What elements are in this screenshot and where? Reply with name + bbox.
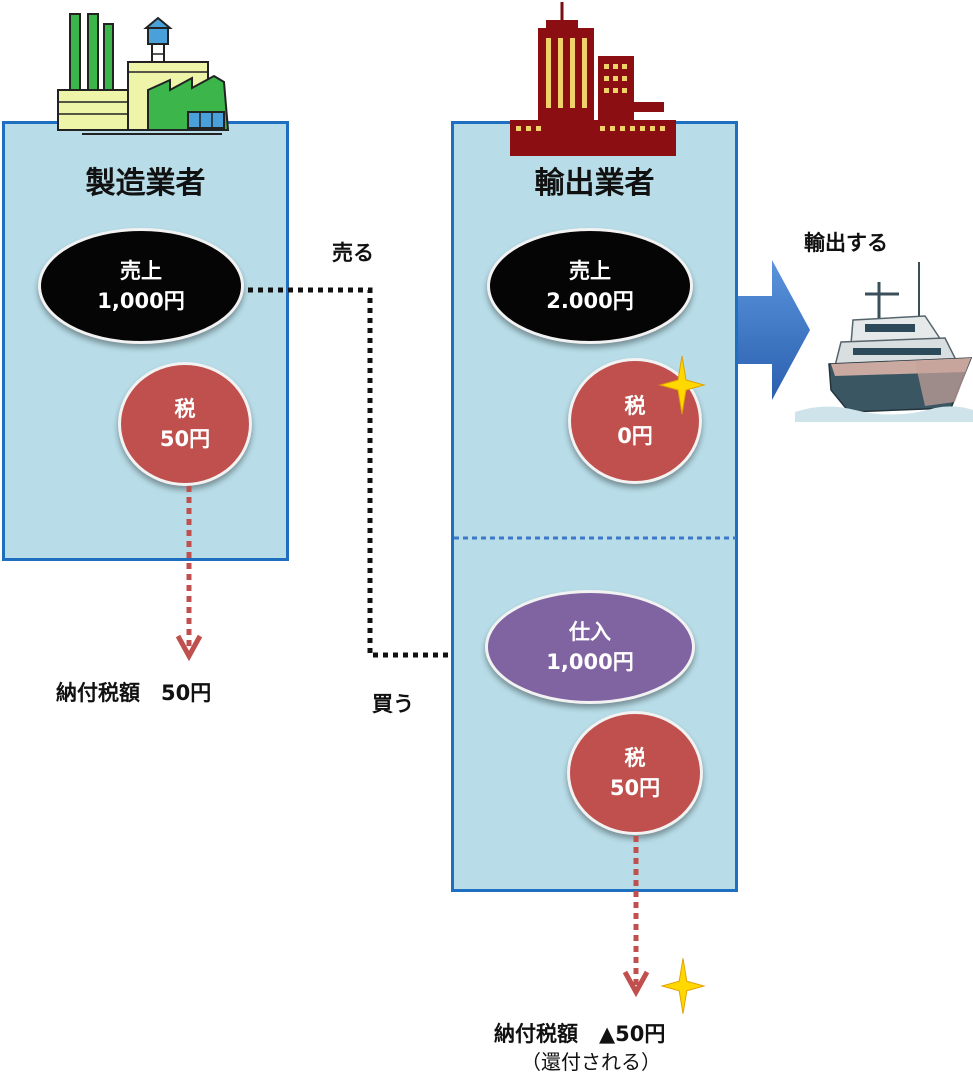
tax-amount: 50円 [609, 776, 661, 800]
purchase-amount: 1,000円 [546, 650, 634, 674]
manufacturer-sales-ellipse: 売上 1,000円 [38, 228, 244, 344]
export-label: 輸出する [804, 231, 888, 255]
sparkle-icon [660, 958, 706, 1014]
tax-amount: 50円 [159, 427, 211, 451]
sales-amount: 1,000円 [97, 289, 185, 313]
exporter-payment-label: 納付税額 ▲50円 [494, 1022, 666, 1046]
ship-icon [795, 262, 973, 422]
tax-label: 税 [174, 397, 196, 421]
manufacturer-payment-arrow [175, 486, 203, 662]
refund-note: （還付される） [521, 1050, 661, 1074]
exporter-sales-ellipse: 売上 2.000円 [487, 228, 693, 344]
buy-label: 買う [372, 692, 414, 716]
sales-label: 売上 [120, 259, 162, 283]
exporter-purchase-tax-circle: 税 50円 [567, 711, 703, 835]
exporter-purchase-ellipse: 仕入 1,000円 [485, 590, 695, 704]
sparkle-icon [658, 355, 706, 415]
exporter-title: 輸出業者 [534, 166, 655, 201]
tax-label: 税 [624, 394, 646, 418]
sell-label: 売る [332, 241, 374, 265]
purchase-label: 仕入 [569, 620, 611, 644]
factory-icon [57, 13, 230, 135]
export-arrow [738, 260, 810, 400]
tax-label: 税 [624, 746, 646, 770]
sales-label: 売上 [569, 259, 611, 283]
manufacturer-payment-label: 納付税額 50円 [56, 681, 212, 705]
manufacturer-title: 製造業者 [85, 166, 206, 201]
exporter-payment-arrow [622, 836, 650, 998]
sales-amount: 2.000円 [546, 289, 634, 313]
office-building-icon [510, 2, 676, 156]
tax-amount: 0円 [617, 424, 653, 448]
manufacturer-tax-circle: 税 50円 [118, 362, 252, 486]
panel-divider [454, 536, 736, 540]
